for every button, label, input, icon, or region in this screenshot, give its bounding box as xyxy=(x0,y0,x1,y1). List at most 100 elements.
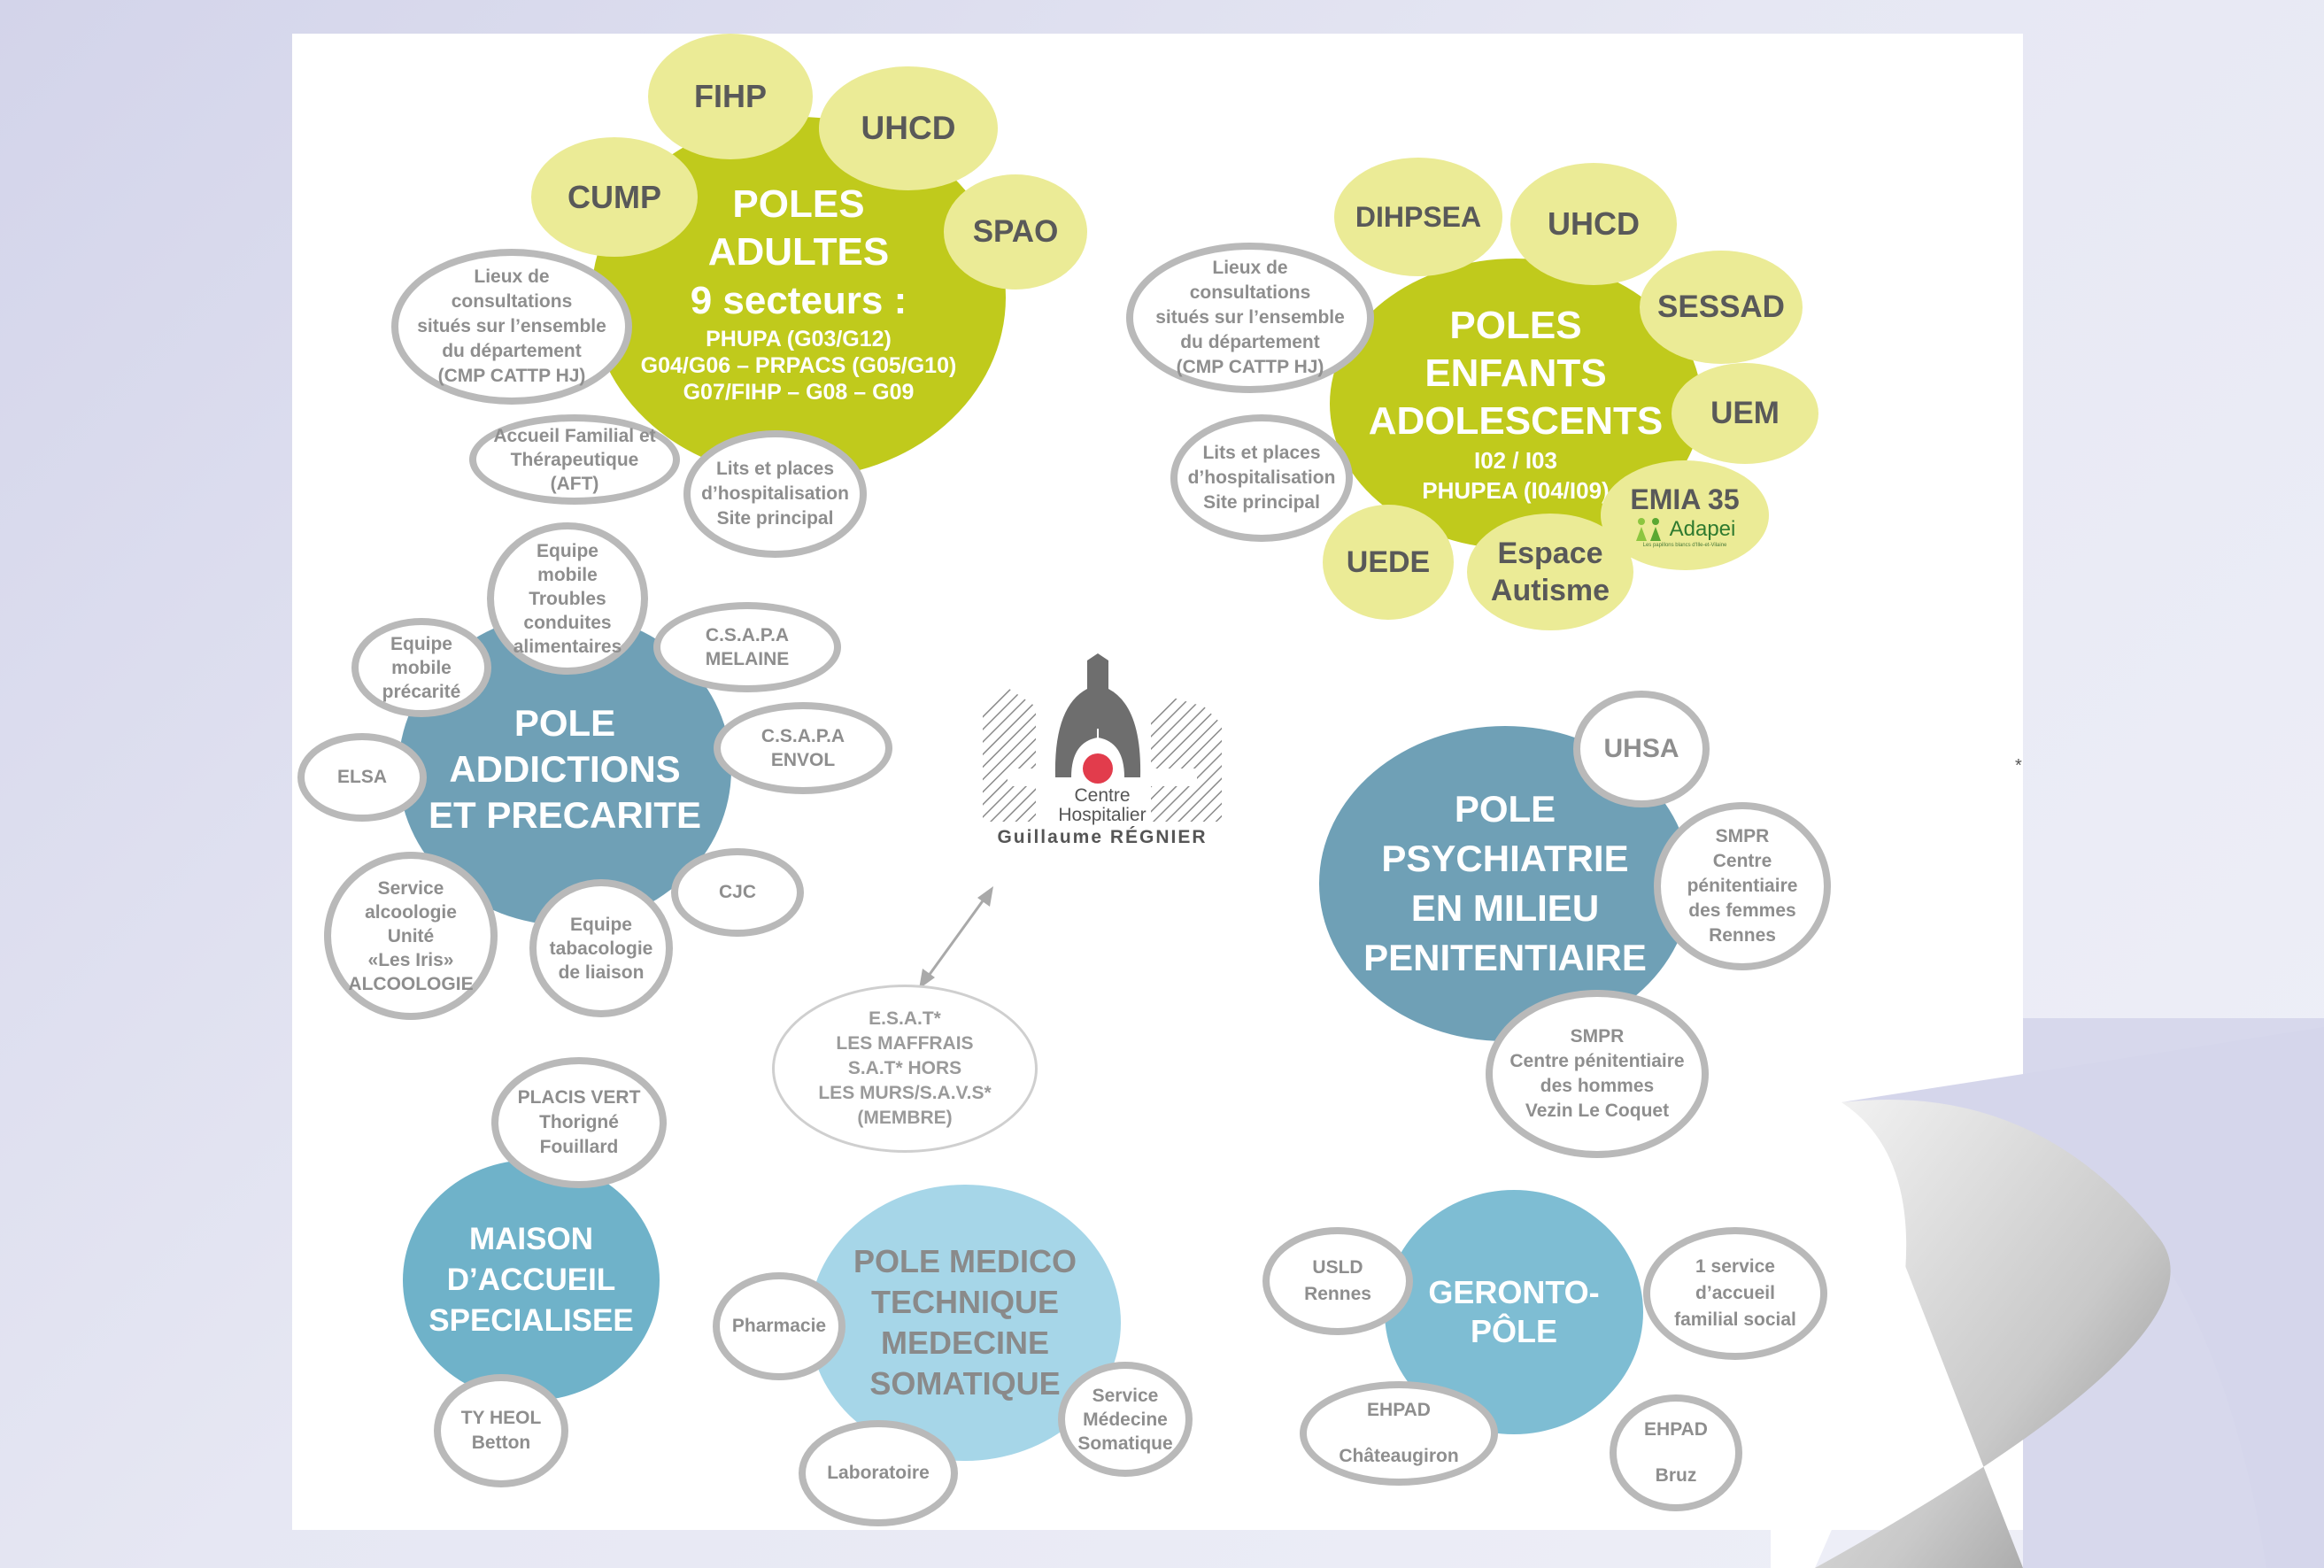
poles-adultes-title-3: 9 secteurs : xyxy=(690,279,907,322)
adult-lieux-consultations: Lieux de consultations situés sur l’ense… xyxy=(391,249,632,405)
placis-vert-node: PLACIS VERT Thorigné Fouillard xyxy=(491,1057,667,1188)
adapei-logo-icon xyxy=(1634,516,1664,543)
espace-autisme-label: Espace Autisme xyxy=(1490,537,1610,607)
poles-enfants-title-1: POLES xyxy=(1449,304,1582,347)
csapa-melaine-node: C.S.A.P.A MELAINE xyxy=(653,602,841,692)
uhcd-child-label: UHCD xyxy=(1548,205,1640,242)
usld-node: USLD Rennes xyxy=(1262,1227,1413,1335)
poles-adultes-title-2: ADULTES xyxy=(707,230,890,274)
logo-dome-icon xyxy=(983,653,1222,822)
centre-hospitalier-logo: Centre Hospitalier Guillaume RÉGNIER xyxy=(983,653,1222,859)
accueil-familial-social-node: 1 service d’accueil familial social xyxy=(1643,1227,1827,1360)
cump-node: CUMP xyxy=(531,137,698,257)
cjc-label: CJC xyxy=(718,882,756,902)
elsa-label: ELSA xyxy=(336,767,387,787)
uede-node: UEDE xyxy=(1323,505,1454,620)
adult-lits-node: Lits et places d’hospitalisation Site pr… xyxy=(683,430,867,558)
geronto-pole-title: GERONTO- PÔLE xyxy=(1428,1274,1600,1349)
uhcd-adult-label: UHCD xyxy=(861,110,956,146)
uhcd-child-node: UHCD xyxy=(1510,163,1677,285)
equipe-precarite-label: Equipe mobile précarité xyxy=(382,633,461,702)
geronto-pole-main: GERONTO- PÔLE xyxy=(1385,1190,1643,1434)
equipe-tca-node: Equipe mobile Troubles conduites aliment… xyxy=(487,522,648,675)
ty-heol-node: TY HEOL Betton xyxy=(434,1374,568,1487)
adapei-label: Adapei xyxy=(1669,517,1736,541)
csapa-melaine-label: C.S.A.P.A MELAINE xyxy=(705,625,790,669)
dihpsea-node: DIHPSEA xyxy=(1334,158,1502,276)
equipe-precarite-node: Equipe mobile précarité xyxy=(351,618,491,717)
uem-label: UEM xyxy=(1710,396,1780,430)
smpr-femmes-node: SMPR Centre pénitentiaire des femmes Ren… xyxy=(1654,802,1831,970)
esat-node: E.S.A.T* LES MAFFRAIS S.A.T* HORS LES MU… xyxy=(772,985,1038,1153)
service-alcoologie-node: Service alcoologie Unité «Les Iris» ALCO… xyxy=(324,852,498,1020)
ehpad-chateaugiron-node: EHPAD Châteaugiron xyxy=(1300,1381,1498,1486)
elsa-node: ELSA xyxy=(297,733,427,822)
usld-label: USLD Rennes xyxy=(1304,1257,1371,1304)
mas-main: MAISON D’ACCUEIL SPECIALISEE xyxy=(403,1160,660,1401)
asterisk-mark: * xyxy=(2015,756,2022,776)
service-medecine-node: Service Médecine Somatique xyxy=(1058,1362,1193,1477)
smpr-femmes-label: SMPR Centre pénitentiaire des femmes Ren… xyxy=(1687,826,1798,946)
poles-adultes-sectors: PHUPA (G03/G12) G04/G06 – PRPACS (G05/G1… xyxy=(640,327,957,405)
fihp-node: FIHP xyxy=(648,34,813,159)
espace-autisme-node: Espace Autisme xyxy=(1467,514,1633,630)
poles-adultes-title-1: POLES xyxy=(732,182,865,226)
placis-vert-label: PLACIS VERT Thorigné Fouillard xyxy=(517,1087,641,1157)
ty-heol-label: TY HEOL Betton xyxy=(460,1408,542,1453)
cjc-node: CJC xyxy=(671,848,804,937)
spao-node: SPAO xyxy=(944,174,1087,290)
adult-lieux-label: Lieux de consultations situés sur l’ense… xyxy=(417,266,606,386)
smpr-hommes-label: SMPR Centre pénitentiaire des hommes Vez… xyxy=(1509,1026,1685,1121)
poles-enfants-main: POLES ENFANTS ADOLESCENTS I02 / I03 PHUP… xyxy=(1330,259,1702,549)
adult-lits-label: Lits et places d’hospitalisation Site pr… xyxy=(701,459,849,529)
equipe-tabacologie-node: Equipe tabacologie de liaison xyxy=(529,879,673,1017)
pole-psychiatrie-title: POLE PSYCHIATRIE EN MILIEU PENITENTIAIRE xyxy=(1363,788,1647,978)
child-lits-node: Lits et places d’hospitalisation Site pr… xyxy=(1170,414,1353,542)
cump-label: CUMP xyxy=(567,178,661,215)
emia-35-label: EMIA 35 xyxy=(1630,483,1740,515)
child-lieux-label: Lieux de consultations situés sur l’ense… xyxy=(1155,258,1345,377)
child-lits-label: Lits et places d’hospitalisation Site pr… xyxy=(1187,443,1336,513)
fihp-label: FIHP xyxy=(693,78,767,114)
service-alcoologie-label: Service alcoologie Unité «Les Iris» ALCO… xyxy=(348,877,474,994)
esat-label: E.S.A.T* LES MAFFRAIS S.A.T* HORS LES MU… xyxy=(818,1008,992,1128)
equipe-tabacologie-label: Equipe tabacologie de liaison xyxy=(549,914,653,983)
sessad-label: SESSAD xyxy=(1657,290,1785,324)
child-lieux-consultations: Lieux de consultations situés sur l’ense… xyxy=(1126,243,1374,393)
dihpsea-label: DIHPSEA xyxy=(1355,200,1482,233)
poles-adultes-main: POLES ADULTES 9 secteurs : PHUPA (G03/G1… xyxy=(591,117,1006,478)
poles-enfants-title-3: ADOLESCENTS xyxy=(1368,399,1664,443)
poles-enfants-sectors: I02 / I03 PHUPEA (I04/I09) xyxy=(1422,447,1610,504)
adapei-tagline: Les papillons blancs d'Ille-et-Vilaine xyxy=(1642,543,1727,548)
poles-enfants-title-2: ENFANTS xyxy=(1425,351,1607,395)
service-medecine-label: Service Médecine Somatique xyxy=(1077,1385,1173,1454)
double-arrow-icon xyxy=(919,886,993,989)
pole-psychiatrie-main: POLE PSYCHIATRIE EN MILIEU PENITENTIAIRE xyxy=(1319,726,1691,1041)
uhsa-node: UHSA xyxy=(1573,691,1710,807)
pole-addictions-title: POLE ADDICTIONS ET PRECARITE xyxy=(428,702,702,836)
accueil-familial-label: Accueil Familial et Thérapeutique (AFT) xyxy=(493,425,656,494)
logo-text-hospitalier: Hospitalier xyxy=(1058,805,1147,825)
ehpad-bruz-node: EHPAD Bruz xyxy=(1610,1394,1742,1511)
ehpad-bruz-label: EHPAD Bruz xyxy=(1644,1419,1708,1486)
uem-node: UEM xyxy=(1672,363,1818,464)
pharmacie-node: Pharmacie xyxy=(713,1272,845,1380)
mas-title: MAISON D’ACCUEIL SPECIALISEE xyxy=(429,1222,634,1338)
pole-medico-title: POLE MEDICO TECHNIQUE MEDECINE SOMATIQUE xyxy=(853,1243,1077,1402)
csapa-envol-label: C.S.A.P.A ENVOL xyxy=(761,726,845,770)
equipe-tca-label: Equipe mobile Troubles conduites aliment… xyxy=(513,540,622,657)
accueil-familial-social-label: 1 service d’accueil familial social xyxy=(1674,1256,1796,1330)
pharmacie-label: Pharmacie xyxy=(731,1316,827,1336)
laboratoire-label: Laboratoire xyxy=(827,1463,930,1483)
spao-label: SPAO xyxy=(972,214,1059,249)
uede-label: UEDE xyxy=(1346,545,1431,579)
logo-text-centre: Centre xyxy=(1074,785,1131,806)
uhsa-label: UHSA xyxy=(1603,734,1679,763)
ehpad-chateaugiron-label: EHPAD Châteaugiron xyxy=(1339,1400,1459,1466)
laboratoire-node: Laboratoire xyxy=(799,1420,958,1526)
accueil-familial-node: Accueil Familial et Thérapeutique (AFT) xyxy=(469,414,680,505)
uhcd-adult-node: UHCD xyxy=(819,66,998,190)
csapa-envol-node: C.S.A.P.A ENVOL xyxy=(714,702,892,794)
smpr-hommes-node: SMPR Centre pénitentiaire des hommes Vez… xyxy=(1486,990,1709,1158)
sessad-node: SESSAD xyxy=(1640,251,1803,364)
